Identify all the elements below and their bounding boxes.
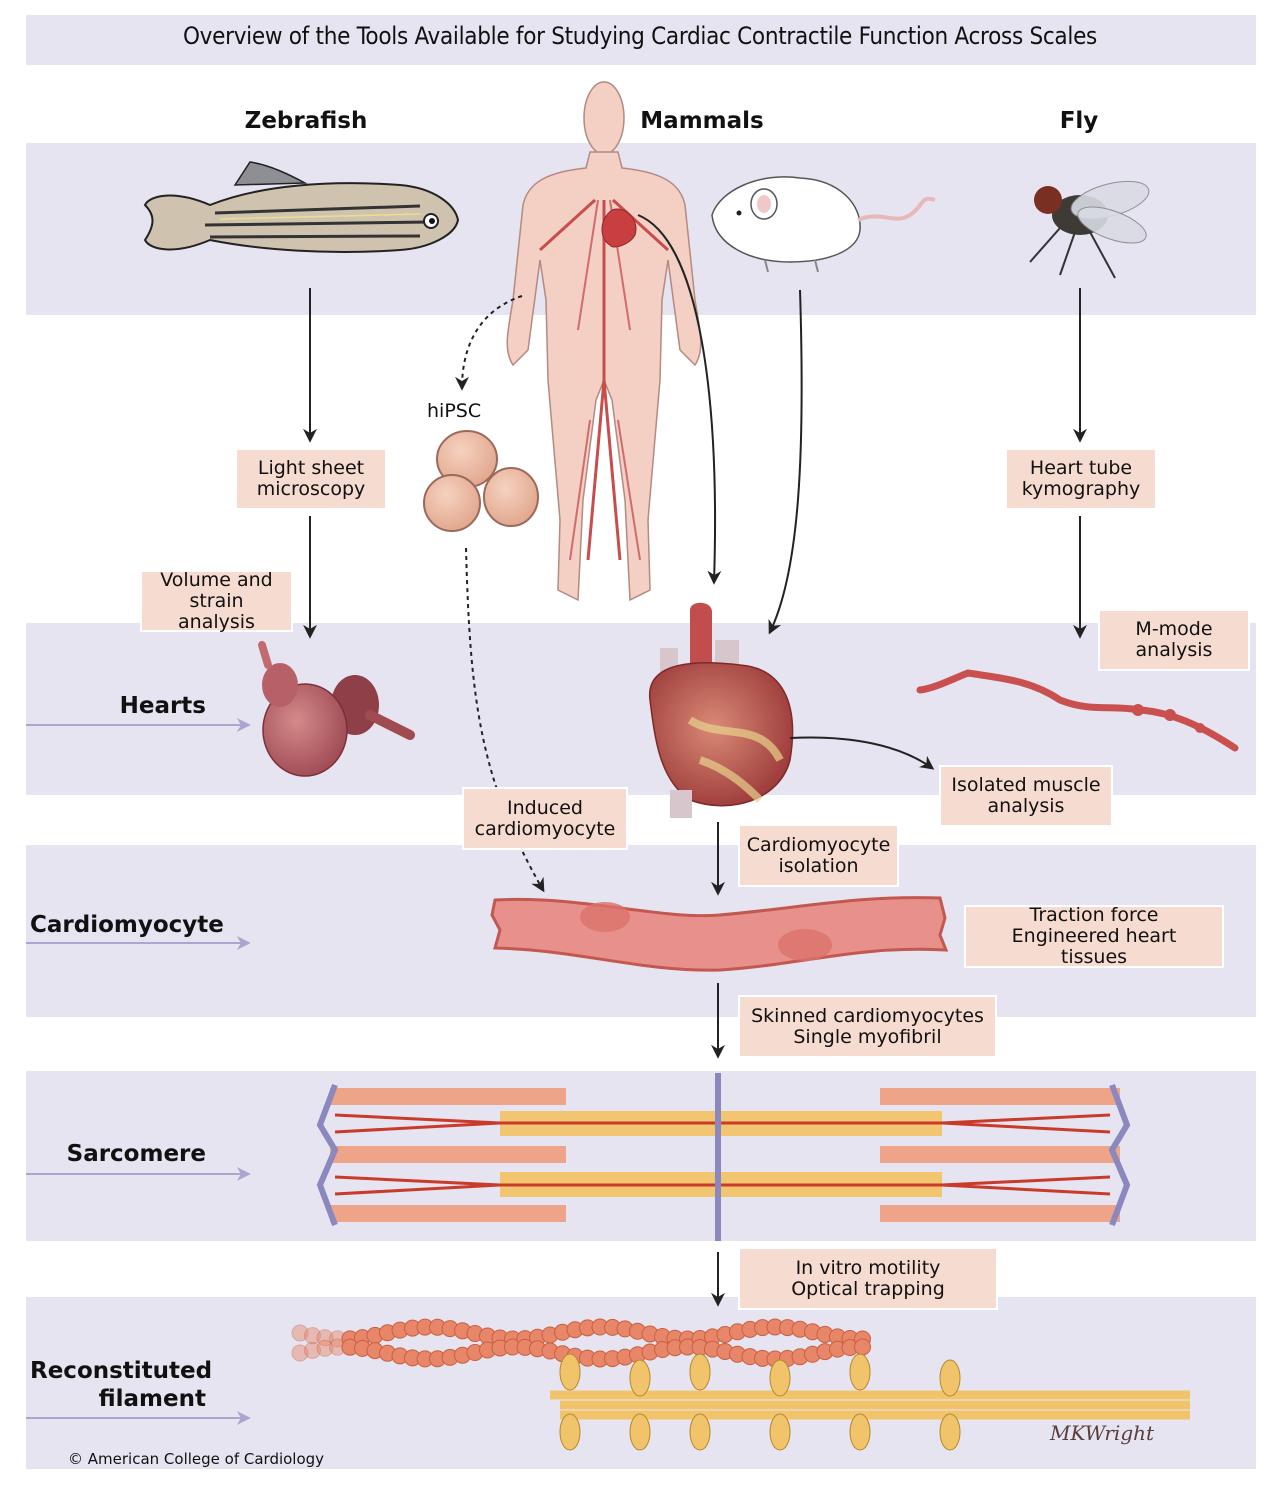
hipsc-cells-illustration	[423, 430, 539, 532]
tag-line: Single myofibril	[793, 1025, 942, 1048]
tag-line: Isolated muscle	[951, 774, 1101, 796]
tag-line: Engineered heart tissues	[1011, 925, 1177, 968]
tag-line: In vitro motility	[795, 1256, 941, 1279]
tag-induced-cardiomyocyte: Induced cardiomyocyte	[462, 787, 628, 850]
column-header-fly: Fly	[1059, 108, 1099, 134]
actin-bead	[316, 1339, 334, 1357]
myosin-head	[629, 1413, 651, 1451]
myosin-head	[689, 1413, 711, 1451]
tag-line: M-mode	[1135, 618, 1213, 640]
title-band	[26, 15, 1256, 65]
copyright-notice: © American College of Cardiology	[68, 1450, 325, 1468]
row-label-sarcomere: Sarcomere	[66, 1141, 206, 1167]
row-label-cardiomyocyte: Cardiomyocyte	[30, 912, 224, 938]
column-header-zebrafish: Zebrafish	[244, 108, 368, 134]
mouse-illustration	[711, 176, 936, 273]
tag-line: Optical trapping	[791, 1277, 945, 1300]
myosin-head	[769, 1413, 791, 1451]
actin-bead	[291, 1344, 309, 1362]
tag-line: strain analysis	[178, 589, 255, 633]
actin-bead	[291, 1324, 309, 1342]
tag-line: Volume and	[160, 568, 273, 591]
tag-line: Traction force	[1029, 904, 1159, 926]
tag-volume-strain-analysis: Volume and strain analysis	[140, 568, 293, 633]
myosin-head	[769, 1359, 791, 1397]
mammalian-heart-illustration	[649, 602, 794, 818]
tag-line: Induced	[507, 796, 583, 819]
tag-isolated-muscle-analysis: Isolated muscle analysis	[939, 765, 1113, 827]
myosin-head	[849, 1353, 871, 1391]
fly-illustration	[1029, 180, 1150, 279]
zebrafish-illustration	[143, 161, 460, 253]
tag-line: kymography	[1021, 478, 1141, 500]
tag-heart-tube-kymography: Heart tube kymography	[1005, 448, 1157, 510]
tag-m-mode-analysis: M-mode analysis	[1098, 609, 1250, 671]
actin-myosin-filament-illustration	[291, 1318, 1190, 1451]
artist-signature: MKWright	[1049, 1421, 1155, 1445]
tag-line: Skinned cardiomyocytes	[751, 1004, 984, 1027]
myosin-head	[939, 1359, 961, 1397]
actin-bead	[854, 1338, 871, 1356]
row-label-line1: Reconstituted	[30, 1358, 213, 1384]
myosin-head	[559, 1353, 581, 1391]
fly-heart-tube-illustration	[916, 669, 1239, 752]
actin-bead	[304, 1327, 321, 1345]
row-label-line2: filament	[98, 1386, 206, 1412]
column-header-mammals: Mammals	[640, 108, 764, 134]
tag-line: Heart tube	[1029, 457, 1133, 479]
tag-line: cardiomyocyte	[474, 817, 616, 840]
row-label-reconstituted-filament: Reconstituted filament	[30, 1357, 213, 1413]
tag-light-sheet-microscopy: Light sheet microscopy	[235, 448, 387, 510]
figure-title: Overview of the Tools Available for Stud…	[182, 22, 1098, 50]
tag-in-vitro-motility: In vitro motility Optical trapping	[738, 1247, 998, 1310]
tag-line: analysis	[1135, 639, 1213, 661]
myosin-head	[849, 1413, 871, 1451]
zebrafish-heart-illustration	[258, 641, 415, 777]
myosin-head	[559, 1413, 581, 1451]
cardiomyocyte-illustration	[490, 896, 949, 972]
tag-line: analysis	[987, 795, 1065, 817]
tag-skinned-cardiomyocytes: Skinned cardiomyocytes Single myofibril	[738, 995, 997, 1058]
myosin-head	[939, 1413, 961, 1451]
tag-line: microscopy	[256, 478, 366, 500]
tag-traction-force-engineered-tissues: Traction force Engineered heart tissues	[964, 905, 1224, 968]
myosin-head	[629, 1359, 651, 1397]
tag-line: Cardiomyocyte	[746, 833, 891, 856]
row-arrows	[26, 718, 251, 1425]
sarcomere-illustration	[316, 1073, 1131, 1241]
row-label-hearts: Hearts	[119, 693, 206, 719]
myosin-head	[689, 1353, 711, 1391]
human-body-illustration	[506, 81, 702, 602]
actin-bead	[316, 1329, 334, 1347]
tag-line: isolation	[778, 854, 859, 877]
tag-line: Light sheet	[257, 457, 365, 479]
hipsc-label: hiPSC	[427, 400, 482, 422]
actin-bead	[304, 1341, 321, 1359]
tag-cardiomyocyte-isolation: Cardiomyocyte isolation	[738, 824, 899, 887]
